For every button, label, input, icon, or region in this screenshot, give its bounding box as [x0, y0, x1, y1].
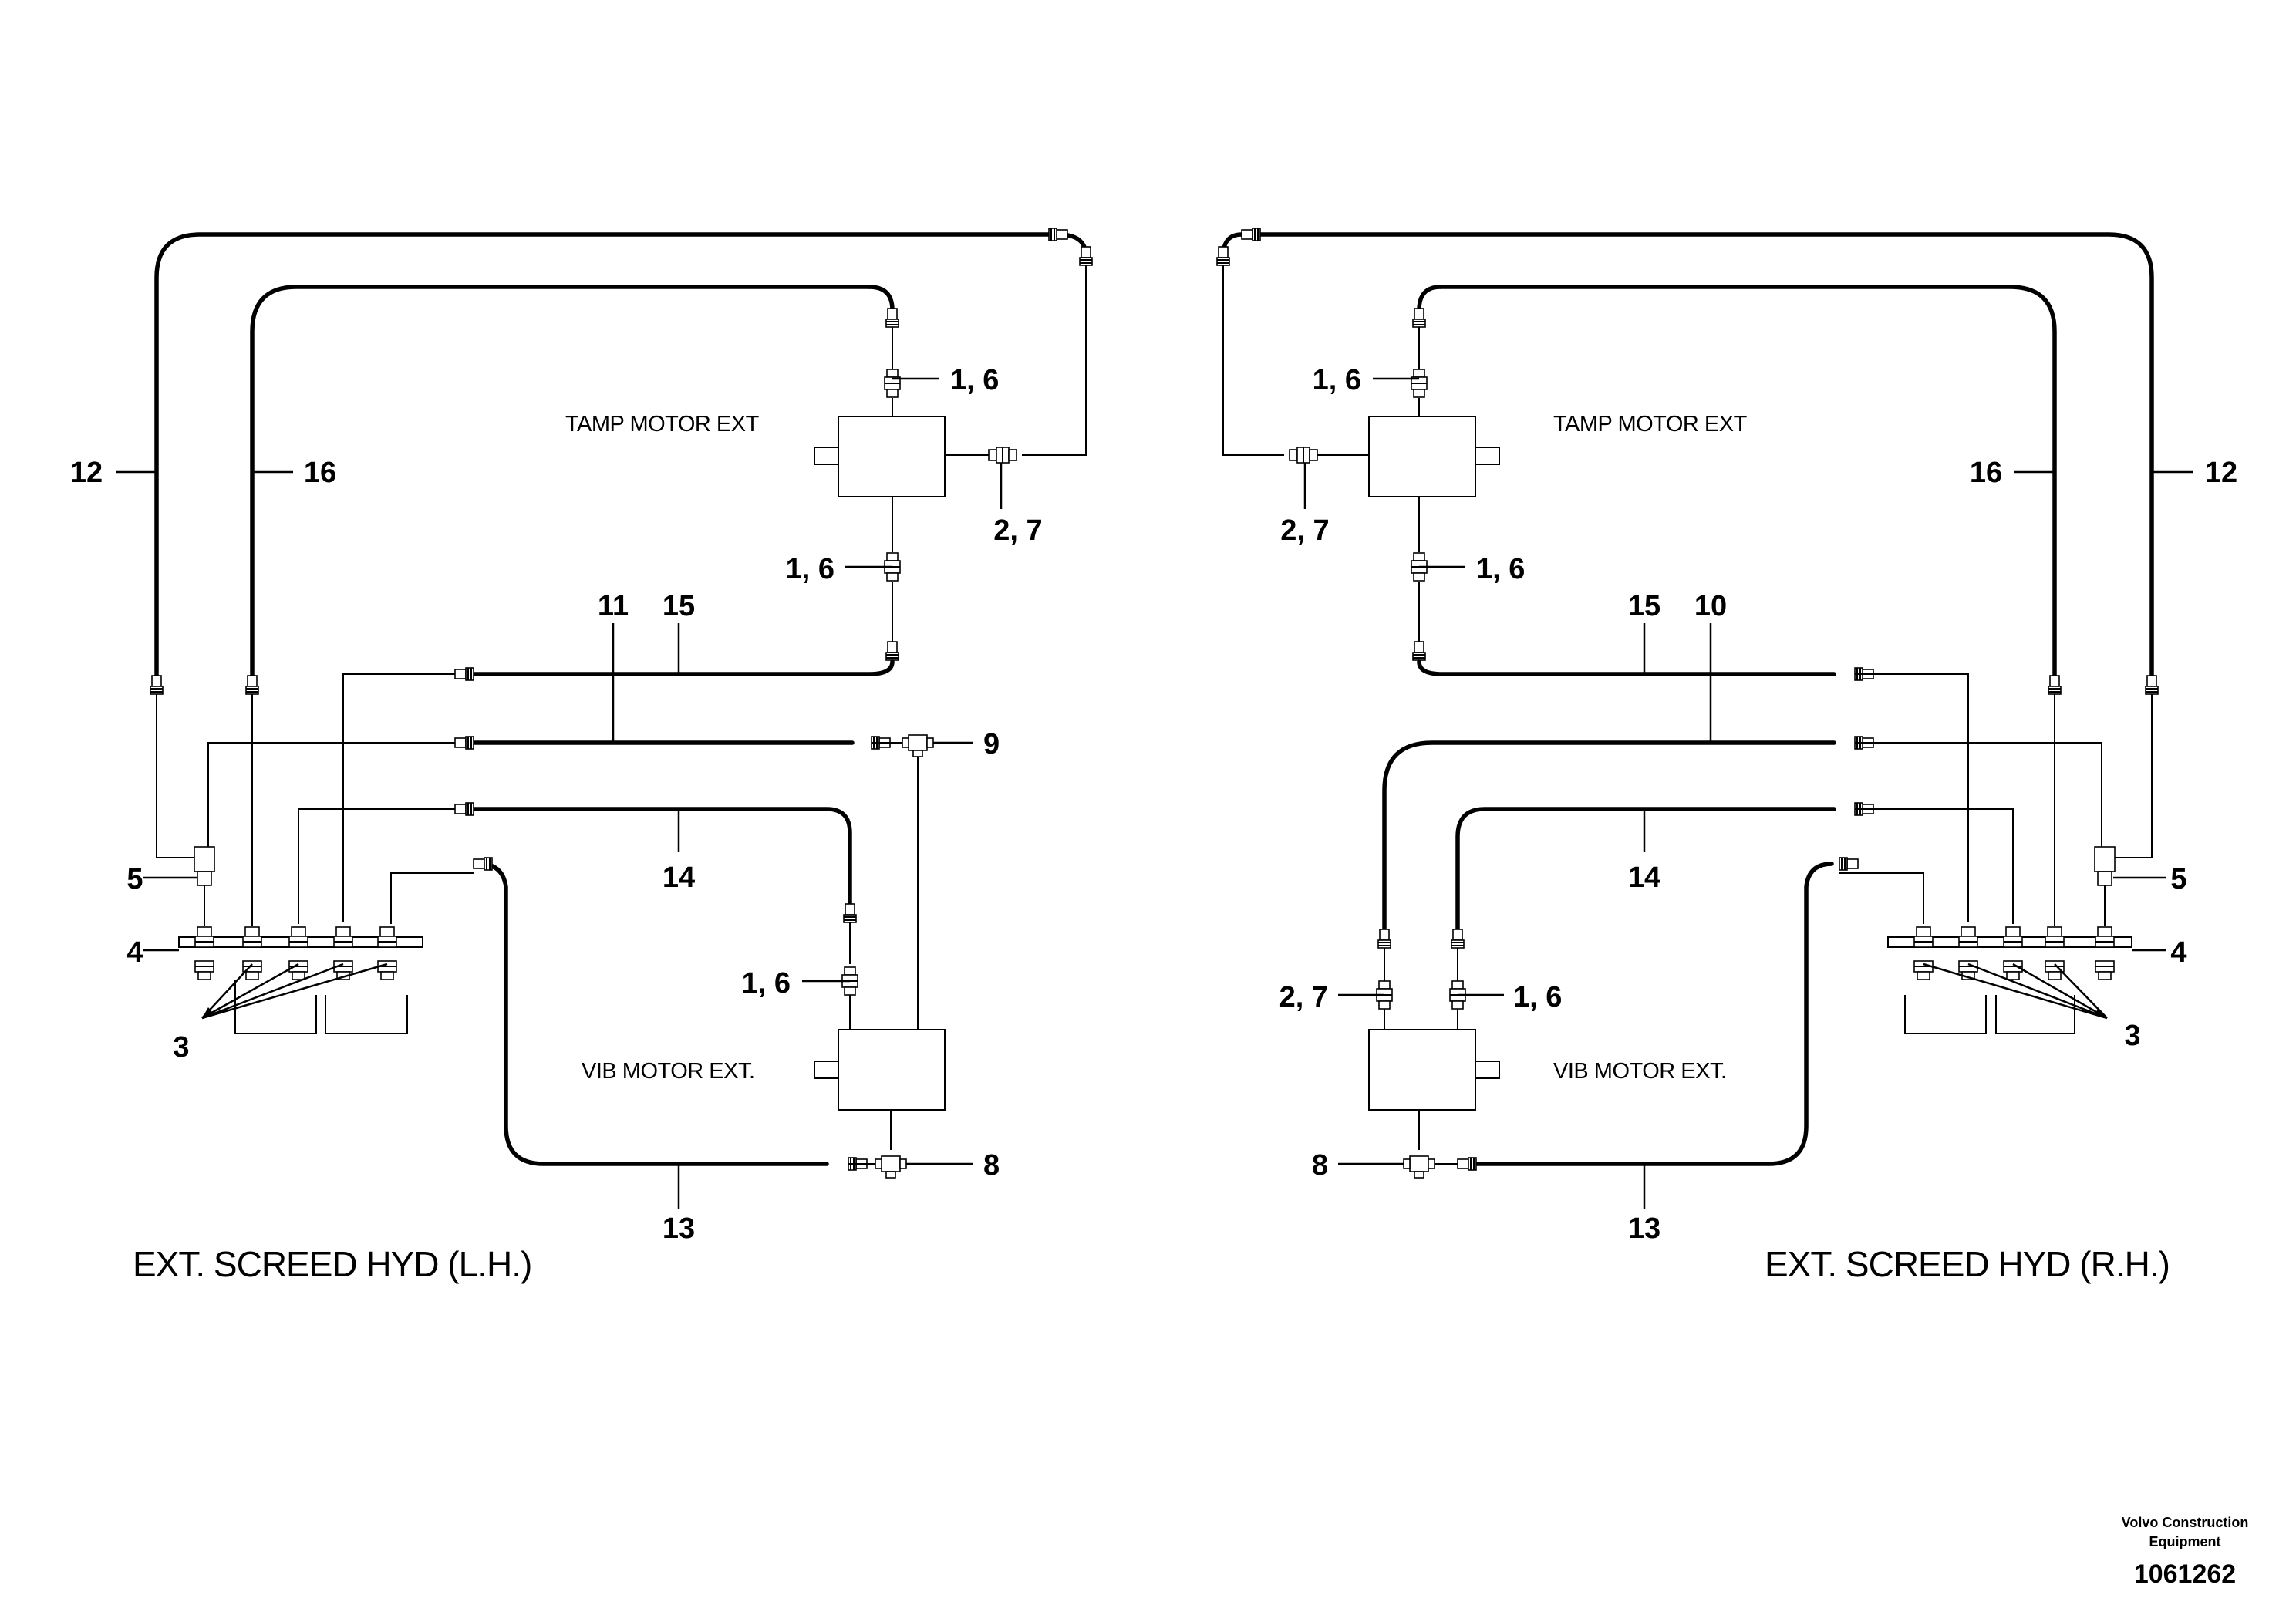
right-tamp-motor-label: TAMP MOTOR EXT	[1553, 412, 1748, 437]
right-vib-motor	[1368, 1029, 1476, 1111]
right-hose-10	[1382, 740, 1836, 936]
footer-block: Volvo Construction Equipment 1061262	[2122, 1515, 2249, 1589]
left-tamp-motor	[838, 416, 946, 497]
right-hose-16	[1438, 285, 2057, 681]
left-callout-2-7: 2, 7	[993, 514, 1042, 547]
right-tamp-motor	[1368, 416, 1476, 497]
right-callout-16: 16	[1970, 457, 2002, 489]
right-diagram: TAMP MOTOR EXT	[1216, 228, 2237, 1284]
right-callout-13: 13	[1628, 1212, 1660, 1245]
left-diagram: TAMP MOTOR EXT	[70, 228, 1093, 1284]
right-callout-2-7: 2, 7	[1280, 514, 1329, 547]
right-callout-10: 10	[1694, 590, 1727, 622]
right-callout-1-6-mid: 1, 6	[1476, 553, 1525, 585]
left-callout-8: 8	[983, 1149, 1000, 1182]
left-callout-12: 12	[70, 457, 103, 489]
left-callout-5: 5	[126, 863, 143, 895]
right-callout-8: 8	[1312, 1149, 1328, 1182]
right-callout-3: 3	[2124, 1020, 2140, 1052]
left-callout-14: 14	[663, 862, 695, 894]
left-hose-15	[472, 659, 895, 676]
right-callout-5: 5	[2170, 863, 2186, 895]
right-callout-2-7-vib: 2, 7	[1279, 981, 1328, 1013]
left-hose-12	[154, 232, 1060, 681]
left-callout-1-6-mid: 1, 6	[786, 553, 834, 585]
right-diagram-title: EXT. SCREED HYD (R.H.)	[1765, 1244, 2170, 1284]
right-hose-14	[1455, 807, 1836, 936]
left-callout-15: 15	[663, 590, 695, 622]
left-callout-11: 11	[598, 590, 629, 622]
drawing-number: 1061262	[2134, 1560, 2236, 1589]
left-callout-16: 16	[304, 457, 336, 489]
right-callout-12: 12	[2205, 457, 2237, 489]
company-line-1: Volvo Construction	[2122, 1515, 2249, 1530]
left-vib-motor	[838, 1029, 946, 1111]
right-callout-1-6-vib: 1, 6	[1513, 981, 1562, 1013]
left-callout-9: 9	[983, 728, 1000, 760]
right-callout-4: 4	[2170, 936, 2186, 969]
left-hose-16	[250, 285, 872, 681]
right-vib-motor-label: VIB MOTOR EXT.	[1553, 1059, 1727, 1084]
left-tamp-motor-label: TAMP MOTOR EXT	[565, 412, 760, 437]
left-callout-4: 4	[126, 936, 143, 969]
left-callout-1-6-vib: 1, 6	[742, 967, 791, 1000]
left-diagram-title: EXT. SCREED HYD (L.H.)	[133, 1244, 531, 1284]
left-callout-1-6-top: 1, 6	[950, 364, 999, 396]
left-hose-13-elbow	[477, 862, 829, 1166]
right-hose-15	[1417, 659, 1836, 676]
left-hose-12-line	[1022, 265, 1087, 456]
left-callout-3: 3	[173, 1031, 189, 1064]
left-callout-13: 13	[663, 1212, 695, 1245]
right-callout-15: 15	[1628, 590, 1660, 622]
company-line-2: Equipment	[2149, 1534, 2221, 1549]
left-vib-motor-label: VIB MOTOR EXT.	[582, 1059, 755, 1084]
right-callout-14: 14	[1628, 862, 1660, 894]
right-callout-1-6-top: 1, 6	[1313, 364, 1361, 396]
right-hose-13	[1475, 862, 1834, 1166]
left-hose-14	[472, 807, 852, 906]
right-hose-12	[1239, 232, 2154, 681]
